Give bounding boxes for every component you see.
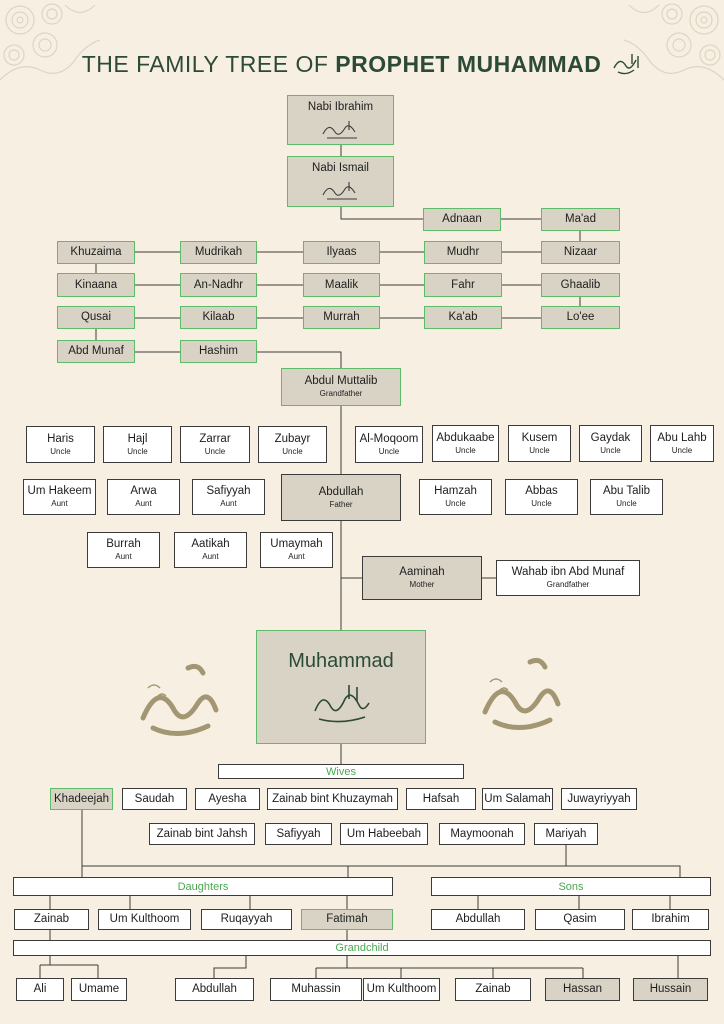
- wife-ayesha: Ayesha: [195, 788, 260, 810]
- ancestor-qusai: Qusai: [57, 306, 135, 329]
- wife-um-habeebah: Um Habeebah: [340, 823, 428, 845]
- page-title: THE FAMILY TREE OF PROPHET MUHAMMAD: [0, 50, 724, 78]
- ancestor-kilaab: Kilaab: [180, 306, 257, 329]
- daughter-zainab: Zainab: [14, 909, 89, 930]
- ancestor-fahr: Fahr: [424, 273, 502, 297]
- wife-zainab-bint-jahsh: Zainab bint Jahsh: [149, 823, 255, 845]
- ancestor-ghaalib: Ghaalib: [541, 273, 620, 297]
- section-wives: Wives: [218, 764, 464, 779]
- ancestor-hashim: Hashim: [180, 340, 257, 363]
- son-abdullah: Abdullah: [431, 909, 525, 930]
- grandchild-hassan: Hassan: [545, 978, 620, 1001]
- alayhissalam-calligraphy-icon: [322, 182, 357, 200]
- section-grandchild: Grandchild: [13, 940, 711, 956]
- grandchild-muhassin: Muhassin: [270, 978, 362, 1001]
- daughter-fatimah: Fatimah: [301, 909, 393, 930]
- ancestor-mudhr: Mudhr: [424, 241, 502, 264]
- ancestor-ilyaas: Ilyaas: [303, 241, 380, 264]
- ancestor-abd-munaf: Abd Munaf: [57, 340, 135, 363]
- grandfather-abdul-muttalib: Abdul Muttalib Grandfather: [281, 368, 401, 406]
- wife-khadeejah: Khadeejah: [50, 788, 113, 810]
- corner-ornament-left: [0, 3, 100, 81]
- grandchild-um-kulthoom: Um Kulthoom: [363, 978, 440, 1001]
- muhammad-calligraphy-right-icon: [482, 657, 561, 730]
- alayhissalam-calligraphy-icon: [322, 120, 357, 139]
- salawat-calligraphy-icon: [314, 685, 370, 723]
- son-qasim: Qasim: [535, 909, 625, 930]
- muhammad-calligraphy-left-icon: [140, 663, 219, 736]
- wife-hafsah: Hafsah: [406, 788, 476, 810]
- section-daughters: Daughters: [13, 877, 393, 896]
- ancestor-an-nadhr: An-Nadhr: [180, 273, 257, 297]
- section-sons: Sons: [431, 877, 711, 896]
- mother-aaminah: Aaminah Mother: [362, 556, 482, 600]
- ancestor-mudrikah: Mudrikah: [180, 241, 257, 264]
- wife-saudah: Saudah: [122, 788, 187, 810]
- ancestor-nabi-ismail: Nabi Ismail: [287, 156, 394, 207]
- wife-mariyah: Mariyah: [534, 823, 598, 845]
- title-bold: PROPHET MUHAMMAD: [335, 51, 602, 77]
- wife-um-salamah: Um Salamah: [482, 788, 553, 810]
- title-prefix: THE FAMILY TREE OF: [81, 51, 329, 77]
- father-abdullah: Abdullah Father: [281, 474, 401, 521]
- ancestor-khuzaima: Khuzaima: [57, 241, 135, 264]
- ancestor-nizaar: Nizaar: [541, 241, 620, 264]
- grandchild-abdullah: Abdullah: [175, 978, 254, 1001]
- wife-zainab-bint-khuzaymah: Zainab bint Khuzaymah: [267, 788, 398, 810]
- grandchild-ali: Ali: [16, 978, 64, 1001]
- wife-juwayriyyah: Juwayriyyah: [561, 788, 637, 810]
- wife-safiyyah: Safiyyah: [265, 823, 332, 845]
- corner-ornament-right: [624, 3, 724, 81]
- ancestor-murrah: Murrah: [303, 306, 380, 329]
- ancestor-maad: Ma'ad: [541, 208, 620, 231]
- grandchild-zainab: Zainab: [455, 978, 531, 1001]
- daughter-ruqayyah: Ruqayyah: [201, 909, 292, 930]
- salawat-glyph-icon: [613, 54, 639, 75]
- ancestor-kinaana: Kinaana: [57, 273, 135, 297]
- ancestor-adnaan: Adnaan: [423, 208, 501, 231]
- daughter-um-kulthoom: Um Kulthoom: [98, 909, 191, 930]
- ancestor-kaab: Ka'ab: [424, 306, 502, 329]
- prophet-muhammad: Muhammad: [256, 630, 426, 744]
- grandchild-umame: Umame: [71, 978, 127, 1001]
- ancestor-nabi-ibrahim: Nabi Ibrahim: [287, 95, 394, 145]
- son-ibrahim: Ibrahim: [632, 909, 709, 930]
- ancestor-maalik: Maalik: [303, 273, 380, 297]
- wife-maymoonah: Maymoonah: [439, 823, 525, 845]
- ancestor-loee: Lo'ee: [541, 306, 620, 329]
- grandchild-hussain: Hussain: [633, 978, 708, 1001]
- maternal-grandfather-wahab: Wahab ibn Abd Munaf Grandfather: [496, 560, 640, 596]
